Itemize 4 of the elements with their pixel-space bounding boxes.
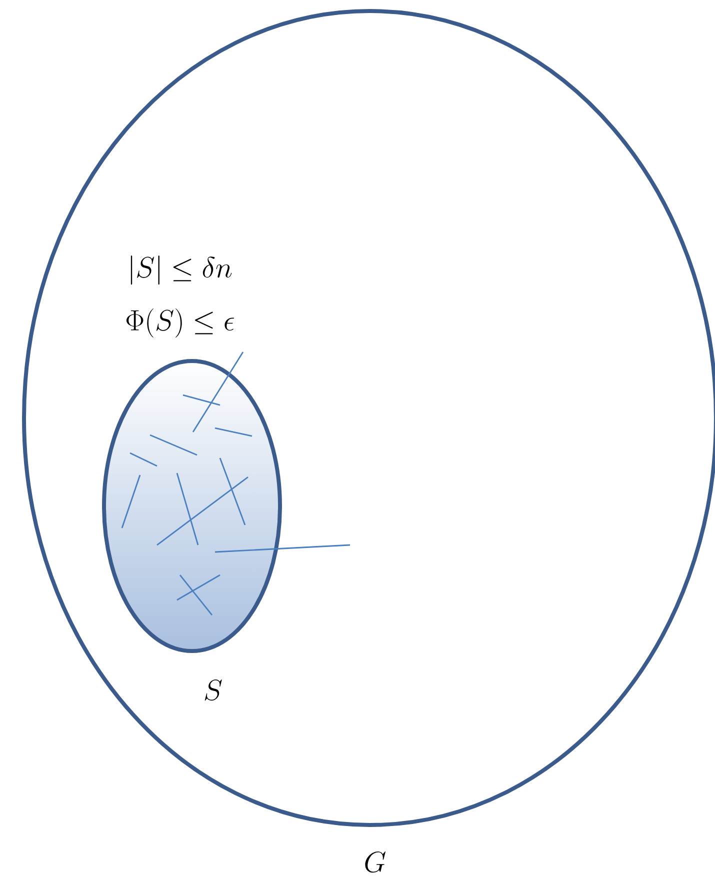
set-label: $G$ xyxy=(365,851,386,873)
set-label: $S$ xyxy=(204,679,222,701)
condition-formula: $|S| \le \delta n$ xyxy=(130,255,232,285)
condition-formula: $\Phi(S) \le \epsilon$ xyxy=(126,308,234,338)
